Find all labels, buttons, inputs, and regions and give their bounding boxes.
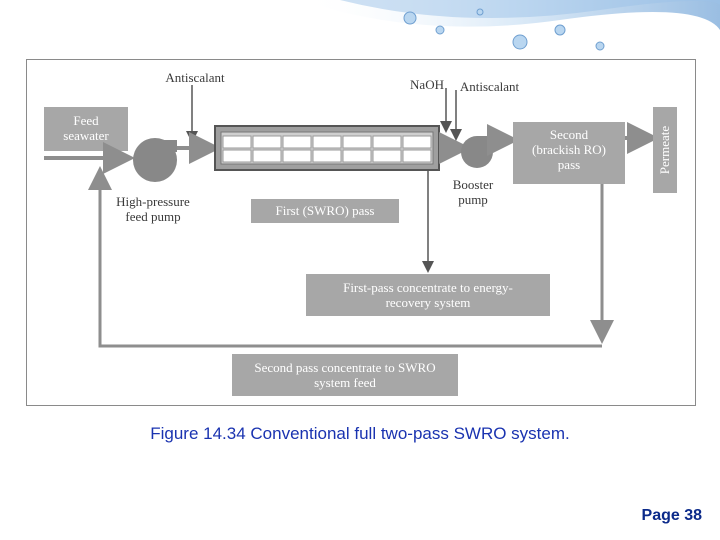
- second-pass-concentrate-box: [232, 354, 458, 396]
- swro-pressure-vessel: [214, 125, 440, 171]
- second-pass-label: Second (brackish RO) pass: [531, 127, 606, 172]
- second-pass-box: [513, 122, 625, 184]
- first-pass-label: First (SWRO) pass: [275, 203, 375, 218]
- second-pass-concentrate-label: Second pass concentrate to SWRO system f…: [254, 360, 436, 390]
- first-pass-concentrate-label: First-pass concentrate to energy- recove…: [343, 280, 513, 310]
- feed-seawater-label: Feed seawater: [63, 113, 109, 143]
- process-flow-diagram: [44, 85, 677, 396]
- permeate-label: Permeate: [657, 125, 672, 175]
- permeate-box: [653, 107, 677, 193]
- figure-caption: Figure 14.34 Conventional full two-pass …: [150, 424, 570, 443]
- page-number: Page 38: [641, 507, 702, 524]
- booster-pump-icon: [461, 136, 493, 168]
- naoh-label: NaOH: [410, 77, 444, 92]
- recycle-loop: [88, 166, 614, 348]
- water-splash-decoration: [300, 0, 720, 51]
- first-pass-concentrate-box: [306, 274, 550, 316]
- high-pressure-pump-label: High-pressure feed pump: [116, 194, 190, 224]
- high-pressure-pump-icon: [133, 138, 177, 182]
- antiscalant-right-label: Antiscalant: [459, 79, 520, 94]
- antiscalant-left-label: Antiscalant: [165, 70, 225, 85]
- diagram-frame: Feed seawater Antiscalant NaOH Antiscala…: [26, 59, 696, 406]
- first-pass-label-box: [251, 199, 399, 223]
- booster-pump-label: Booster pump: [452, 177, 494, 207]
